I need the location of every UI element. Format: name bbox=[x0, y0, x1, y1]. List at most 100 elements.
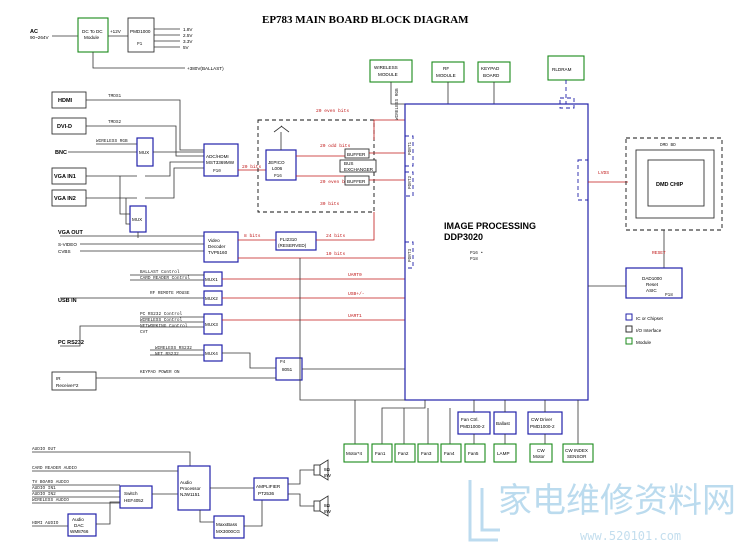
legend-io: I/O Interface bbox=[636, 328, 662, 333]
audio-out-label: AUDIO OUT bbox=[32, 447, 56, 452]
ac-label-2: 90~264V bbox=[30, 35, 49, 40]
card-reader-audio: CARD READER AUDIO bbox=[32, 466, 77, 471]
dmd-chip: DMD CHIP bbox=[647, 159, 705, 207]
svg-text:MUX2: MUX2 bbox=[205, 296, 218, 301]
svg-text:8W: 8W bbox=[324, 509, 332, 514]
svg-text:CW Driver: CW Driver bbox=[531, 417, 553, 422]
svg-text:P18: P18 bbox=[470, 257, 478, 262]
port2-label: PORT2 bbox=[408, 175, 413, 189]
bnc-input: BNC bbox=[55, 150, 67, 156]
legend-module: Module bbox=[636, 340, 652, 345]
svg-text:PT2536: PT2536 bbox=[258, 491, 275, 496]
hdmi-audio: HDMI AUDIO bbox=[32, 521, 59, 526]
mux4: MUX4 bbox=[203, 344, 223, 362]
svg-text:VGA IN2: VGA IN2 bbox=[54, 196, 76, 202]
speaker-1: 8Ω 8W bbox=[313, 459, 332, 481]
cw-motor: CW Motor bbox=[529, 443, 553, 463]
svg-text:FLI2310: FLI2310 bbox=[280, 237, 297, 242]
svg-text:JEPICO: JEPICO bbox=[268, 160, 285, 165]
mux1: MUX1 bbox=[203, 271, 223, 287]
cw-index-sensor: CW INDEX SENSOR bbox=[562, 443, 594, 463]
rail-2: 2.5V bbox=[183, 33, 193, 38]
rail-4: 5V bbox=[183, 45, 190, 50]
bits20-odd-label: 20 odd bits bbox=[320, 143, 351, 149]
cw-driver: CW Driver PMD1000-2 bbox=[527, 411, 563, 435]
watermark: 家电维修资料网 www.520101.com bbox=[468, 480, 736, 543]
svg-text:DDP3020: DDP3020 bbox=[444, 232, 483, 242]
svg-text:MUX1: MUX1 bbox=[205, 277, 218, 282]
svg-text:P4: P4 bbox=[280, 360, 286, 365]
svg-text:MUX: MUX bbox=[139, 150, 149, 155]
rail-1: 1.8V bbox=[183, 27, 193, 32]
mux2: MUX2 bbox=[203, 290, 223, 306]
svg-text:Fan5: Fan5 bbox=[468, 451, 479, 456]
ac-label-1: AC bbox=[30, 29, 38, 35]
svg-text:ASIC: ASIC bbox=[646, 288, 657, 293]
plus12v-label: +12V bbox=[110, 29, 122, 34]
legend-ic: IC or Chipset bbox=[636, 316, 664, 321]
audio-in2: AUDIO IN2 bbox=[32, 492, 56, 497]
wireless-module: WIRELESS MODULE bbox=[369, 59, 413, 83]
svg-text:L006: L006 bbox=[272, 166, 283, 171]
svg-text:P1: P1 bbox=[137, 42, 143, 47]
wireless-rs232: WIRELESS RS232 bbox=[155, 346, 192, 351]
bits24-label: 24 bits bbox=[326, 233, 346, 239]
svg-text:EXCHANGER: EXCHANGER bbox=[344, 167, 374, 172]
svg-text:Reset: Reset bbox=[646, 282, 659, 287]
cvbs-label: CVBS bbox=[58, 249, 71, 254]
adc-hdmi-chip: ADC/HDMI MST3369MW P10 bbox=[203, 143, 239, 177]
lamp: LAMP bbox=[493, 443, 517, 463]
svg-text:RLDRAM: RLDRAM bbox=[552, 67, 572, 72]
tv-board-audio: TV BOARD AUDIO bbox=[32, 480, 69, 485]
uart1-label: UART1 bbox=[348, 313, 362, 319]
svg-text:PMD1000-2: PMD1000-2 bbox=[460, 424, 485, 429]
wireless-rgb-v: WIRELESS RGB bbox=[395, 88, 400, 120]
buffer-top: BUFFER bbox=[344, 148, 370, 159]
networking-control: NETWORKING Control bbox=[140, 324, 188, 329]
svg-text:PMD1000: PMD1000 bbox=[130, 29, 151, 34]
video-decoder: Video Decoder TVP5160 bbox=[203, 231, 239, 263]
svg-text:HDMI: HDMI bbox=[58, 98, 73, 104]
diagram-title: EP783 MAIN BOARD BLOCK DIAGRAM bbox=[262, 14, 469, 26]
pc-rs232-label: PC RS232 bbox=[58, 340, 84, 346]
mux-lower: MUX bbox=[129, 205, 147, 233]
svg-text:WM8766: WM8766 bbox=[70, 529, 89, 534]
fan3: Fan3 bbox=[417, 443, 439, 463]
svg-text:MUX3: MUX3 bbox=[205, 322, 218, 327]
svg-text:CW INDEX: CW INDEX bbox=[565, 448, 588, 453]
svg-text:Fan3: Fan3 bbox=[421, 451, 432, 456]
dmd-bd-label: DMD BD bbox=[660, 143, 676, 148]
vga-in2-input: VGA IN2 bbox=[51, 189, 87, 207]
buffer-bottom: BUFFER bbox=[344, 175, 370, 186]
ballast-rail: +380V(BALLAST) bbox=[187, 66, 224, 71]
svg-text:TVP5160: TVP5160 bbox=[208, 250, 228, 255]
cvt-label: CVT bbox=[140, 330, 148, 335]
svg-text:Processor: Processor bbox=[180, 486, 201, 491]
rf-module: RF MODULE bbox=[431, 61, 465, 83]
bits20-label: 20 bits bbox=[242, 164, 262, 170]
svg-text:BOARD: BOARD bbox=[483, 73, 500, 78]
tmds2-label: TMDS2 bbox=[108, 120, 122, 125]
fan1: Fan1 bbox=[371, 443, 393, 463]
svg-text:8051: 8051 bbox=[282, 367, 293, 372]
svideo-label: S-VIDEO bbox=[58, 242, 77, 247]
svg-text:8Ω: 8Ω bbox=[324, 467, 331, 472]
svg-text:IR: IR bbox=[56, 376, 61, 381]
svg-text:MODULE: MODULE bbox=[436, 73, 456, 78]
svg-text:DAC: DAC bbox=[74, 523, 84, 528]
dc-dc-module: DC To DC Module bbox=[77, 17, 109, 53]
svg-text:Module: Module bbox=[84, 35, 100, 40]
legend: IC or Chipset I/O Interface Module bbox=[625, 313, 664, 345]
svg-text:Fan4: Fan4 bbox=[444, 451, 455, 456]
svg-text:Decoder: Decoder bbox=[208, 244, 226, 249]
rail-3: 3.3V bbox=[183, 39, 193, 44]
bits30-label-1: 30 bits bbox=[320, 201, 340, 207]
svg-text:Receiver*2: Receiver*2 bbox=[56, 383, 79, 388]
bits20-even-top: 20 even bits bbox=[316, 108, 349, 114]
svg-text:DVI-D: DVI-D bbox=[57, 124, 72, 130]
svg-text:MaxxBass: MaxxBass bbox=[216, 522, 238, 527]
svg-text:P16 •: P16 • bbox=[470, 251, 483, 256]
vga-out-label: VGA OUT bbox=[58, 230, 83, 236]
lvds-label: LVDS bbox=[598, 170, 609, 176]
input-mux: MUX bbox=[136, 137, 154, 167]
